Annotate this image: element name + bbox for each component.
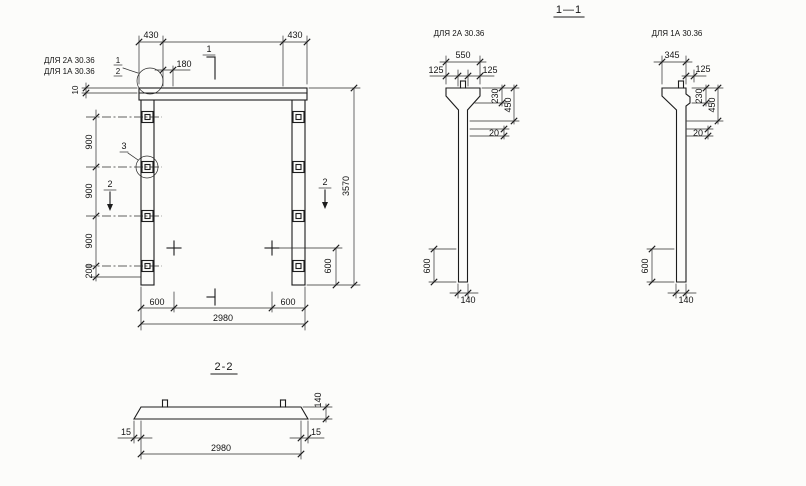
section-mark-2-right: 2 — [322, 177, 327, 187]
slab-outline — [133, 399, 309, 420]
dim-bottom-right-600: 600 — [280, 297, 295, 307]
dim-b-125: 125 — [695, 64, 710, 74]
dim-b-345: 345 — [664, 50, 679, 60]
dim-b-20: 20 — [693, 128, 703, 138]
callout-num-2: 2 — [116, 67, 121, 76]
plan-section-marks: 1 2 2 — [103, 44, 332, 306]
section-mark-2-left: 2 — [107, 179, 112, 189]
dim-bottom-left-600: 600 — [149, 297, 164, 307]
callout-num-1: 1 — [116, 56, 121, 65]
dim-plate-10: 10 — [71, 85, 80, 94]
plan-dim-left: 900 900 900 200 — [84, 109, 142, 282]
dim-a-125-left: 125 — [428, 65, 443, 75]
dim-a-20: 20 — [489, 128, 499, 138]
plan-view: 430 430 180 10 900 900 900 200 — [44, 30, 361, 331]
slab-dims: 15 15 2980 140 — [117, 392, 333, 460]
plan-embed-clips — [141, 110, 305, 273]
section-2-2-title: 2-2 — [215, 361, 234, 373]
dim-slab-15-left: 15 — [121, 427, 131, 437]
callout-circle-corner — [136, 67, 164, 95]
callout-label-1: ДЛЯ 2А 30.36 — [44, 56, 95, 65]
dim-b-600: 600 — [640, 258, 650, 273]
dim-b-230: 230 — [694, 88, 704, 103]
dim-bottom-2980: 2980 — [213, 313, 233, 323]
section-2-2: 2-2 15 15 2980 140 — [117, 361, 333, 460]
dim-top-right-430: 430 — [287, 30, 302, 40]
section-1-1: 1—1 ДЛЯ 2А 30.36 — [422, 4, 724, 305]
dim-a-450: 450 — [503, 97, 513, 112]
plan-callouts: ДЛЯ 2А 30.36 1 ДЛЯ 1А 30.36 2 3 — [44, 56, 164, 179]
section-mark-1-top: 1 — [206, 44, 211, 54]
dim-slab-2980: 2980 — [211, 443, 231, 453]
section1-column-a: ДЛЯ 2А 30.36 — [422, 29, 520, 305]
dim-b-140: 140 — [678, 295, 693, 305]
section-1-1-title: 1—1 — [556, 4, 582, 16]
plan-centerlines — [86, 116, 162, 267]
dim-left-900-3: 900 — [84, 233, 94, 248]
plan-dim-plate: 10 — [71, 82, 138, 99]
dim-right-600: 600 — [323, 258, 333, 273]
dim-a-550: 550 — [455, 50, 470, 60]
section1-column-b: ДЛЯ 1А 30.36 — [640, 29, 724, 305]
column-b-label: ДЛЯ 1А 30.36 — [652, 29, 703, 38]
column-a-label: ДЛЯ 2А 30.36 — [434, 29, 485, 38]
dim-a-230: 230 — [490, 88, 500, 103]
dim-b-450: 450 — [707, 97, 717, 112]
dim-a-140: 140 — [460, 295, 475, 305]
dim-a-125-right: 125 — [482, 65, 497, 75]
plan-lift-marks — [166, 240, 280, 256]
dim-height-3570: 3570 — [341, 176, 351, 196]
plan-dim-top: 430 430 180 — [135, 30, 311, 87]
dim-a-600: 600 — [422, 258, 432, 273]
dim-left-900-1: 900 — [84, 134, 94, 149]
callout-label-2: ДЛЯ 1А 30.36 — [44, 67, 95, 76]
dim-left-200: 200 — [84, 263, 94, 278]
plan-dim-bottom: 600 600 2980 — [137, 286, 309, 331]
dim-slab-140: 140 — [313, 392, 323, 407]
plan-dim-right: 3570 600 — [279, 84, 361, 289]
dim-top-left-430: 430 — [143, 30, 158, 40]
plan-panel-outline — [138, 87, 308, 286]
dim-slab-15-right: 15 — [311, 427, 321, 437]
callout-circle-clip — [135, 155, 159, 179]
callout-num-3: 3 — [121, 141, 126, 151]
dim-left-900-2: 900 — [84, 183, 94, 198]
dim-offset-180: 180 — [176, 59, 191, 69]
